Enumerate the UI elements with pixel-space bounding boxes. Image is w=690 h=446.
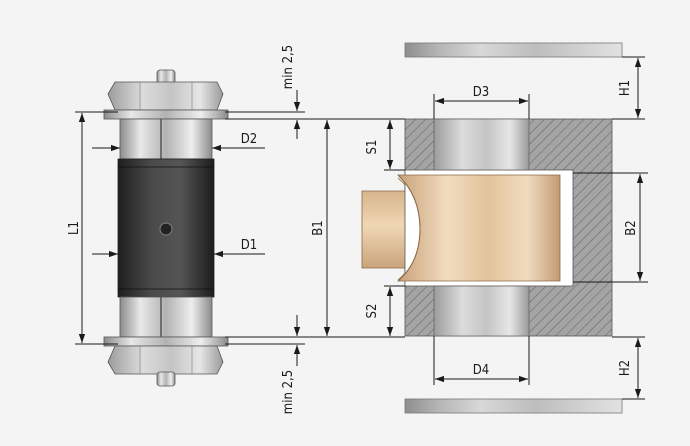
label-min-bottom: min 2,5 bbox=[281, 370, 296, 414]
washer-top bbox=[103, 109, 229, 120]
label-s2: S2 bbox=[365, 304, 380, 319]
sleeve-top bbox=[119, 118, 213, 160]
plate-bottom bbox=[404, 398, 623, 414]
dimension-labels: L1 D2 D1 min 2,5 min 2,5 B1 S1 S2 D3 D4 … bbox=[67, 45, 639, 414]
label-d4: D4 bbox=[473, 363, 489, 378]
label-l1: L1 bbox=[67, 221, 82, 235]
hex-nut-bottom bbox=[107, 345, 224, 375]
plate-top bbox=[404, 42, 623, 58]
bushing bbox=[396, 174, 561, 282]
label-min-top: min 2,5 bbox=[281, 45, 296, 89]
bolt-assembly bbox=[103, 69, 229, 387]
label-d2: D2 bbox=[241, 132, 257, 147]
label-h1: H1 bbox=[618, 80, 633, 96]
bore-bottom bbox=[433, 285, 530, 337]
label-s1: S1 bbox=[365, 140, 380, 155]
label-b2: B2 bbox=[624, 220, 639, 235]
lube-hole bbox=[159, 222, 173, 236]
joint-section bbox=[361, 42, 623, 414]
dimension-lines bbox=[75, 56, 648, 400]
bore-top bbox=[433, 118, 530, 171]
label-d3: D3 bbox=[473, 85, 489, 100]
label-d1: D1 bbox=[241, 238, 257, 253]
label-h2: H2 bbox=[618, 360, 633, 376]
sleeve-bottom bbox=[119, 296, 213, 338]
label-b1: B1 bbox=[311, 220, 326, 235]
bolt-tip-bottom bbox=[156, 371, 176, 387]
washer-bottom bbox=[103, 336, 229, 347]
hex-nut-top bbox=[107, 81, 224, 111]
